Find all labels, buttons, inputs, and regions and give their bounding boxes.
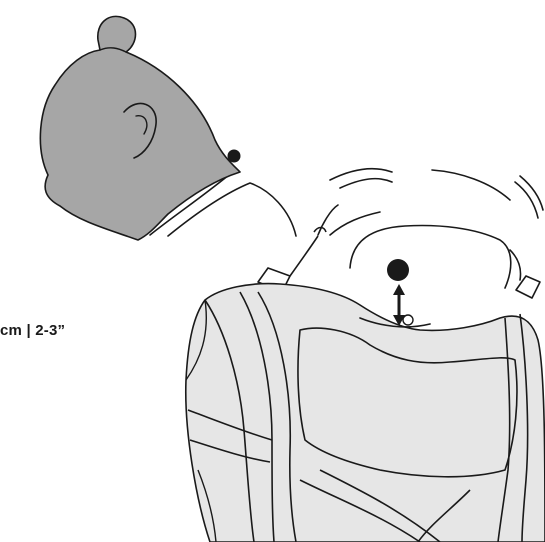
ring-icon <box>403 315 413 325</box>
baby-back-outline <box>330 212 521 288</box>
strap-marker-icon <box>387 259 409 281</box>
neck-marker-icon <box>228 150 241 163</box>
measurement-label: cm | 2-3” <box>0 322 65 339</box>
baby-head <box>40 16 240 240</box>
carrier-panel <box>186 284 545 542</box>
